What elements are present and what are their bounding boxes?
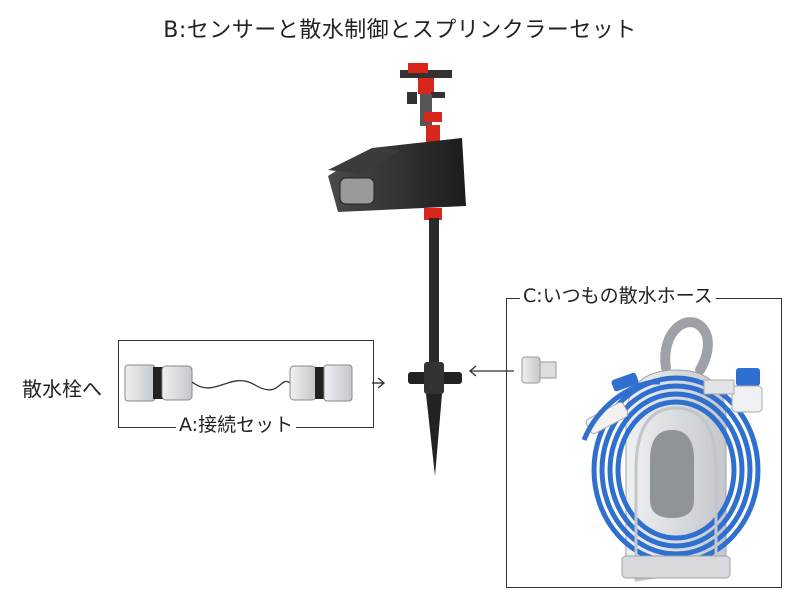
- sprinkler-head: [400, 63, 452, 126]
- arrow-to-sprinkler: [468, 365, 514, 377]
- left-hose-connector: [124, 364, 193, 402]
- connection-set-label: A:接続セット: [176, 414, 297, 436]
- connector-wire: [191, 380, 291, 391]
- reel-faucet-connector: [703, 368, 763, 413]
- spray-nozzle: [581, 372, 661, 441]
- hose-adapter: [521, 356, 557, 384]
- arrow-to-faucet: [372, 377, 386, 389]
- right-hose-connector: [289, 364, 353, 402]
- garden-hose-label: C:いつもの散水ホース: [520, 285, 716, 307]
- faucet-label: 散水栓へ: [22, 377, 102, 401]
- hose-reel: [581, 317, 763, 582]
- sprinkler-stake: [408, 218, 462, 476]
- page-title: B:センサーと散水制御とスプリンクラーセット: [163, 18, 637, 43]
- motion-sensor-body: [328, 125, 466, 220]
